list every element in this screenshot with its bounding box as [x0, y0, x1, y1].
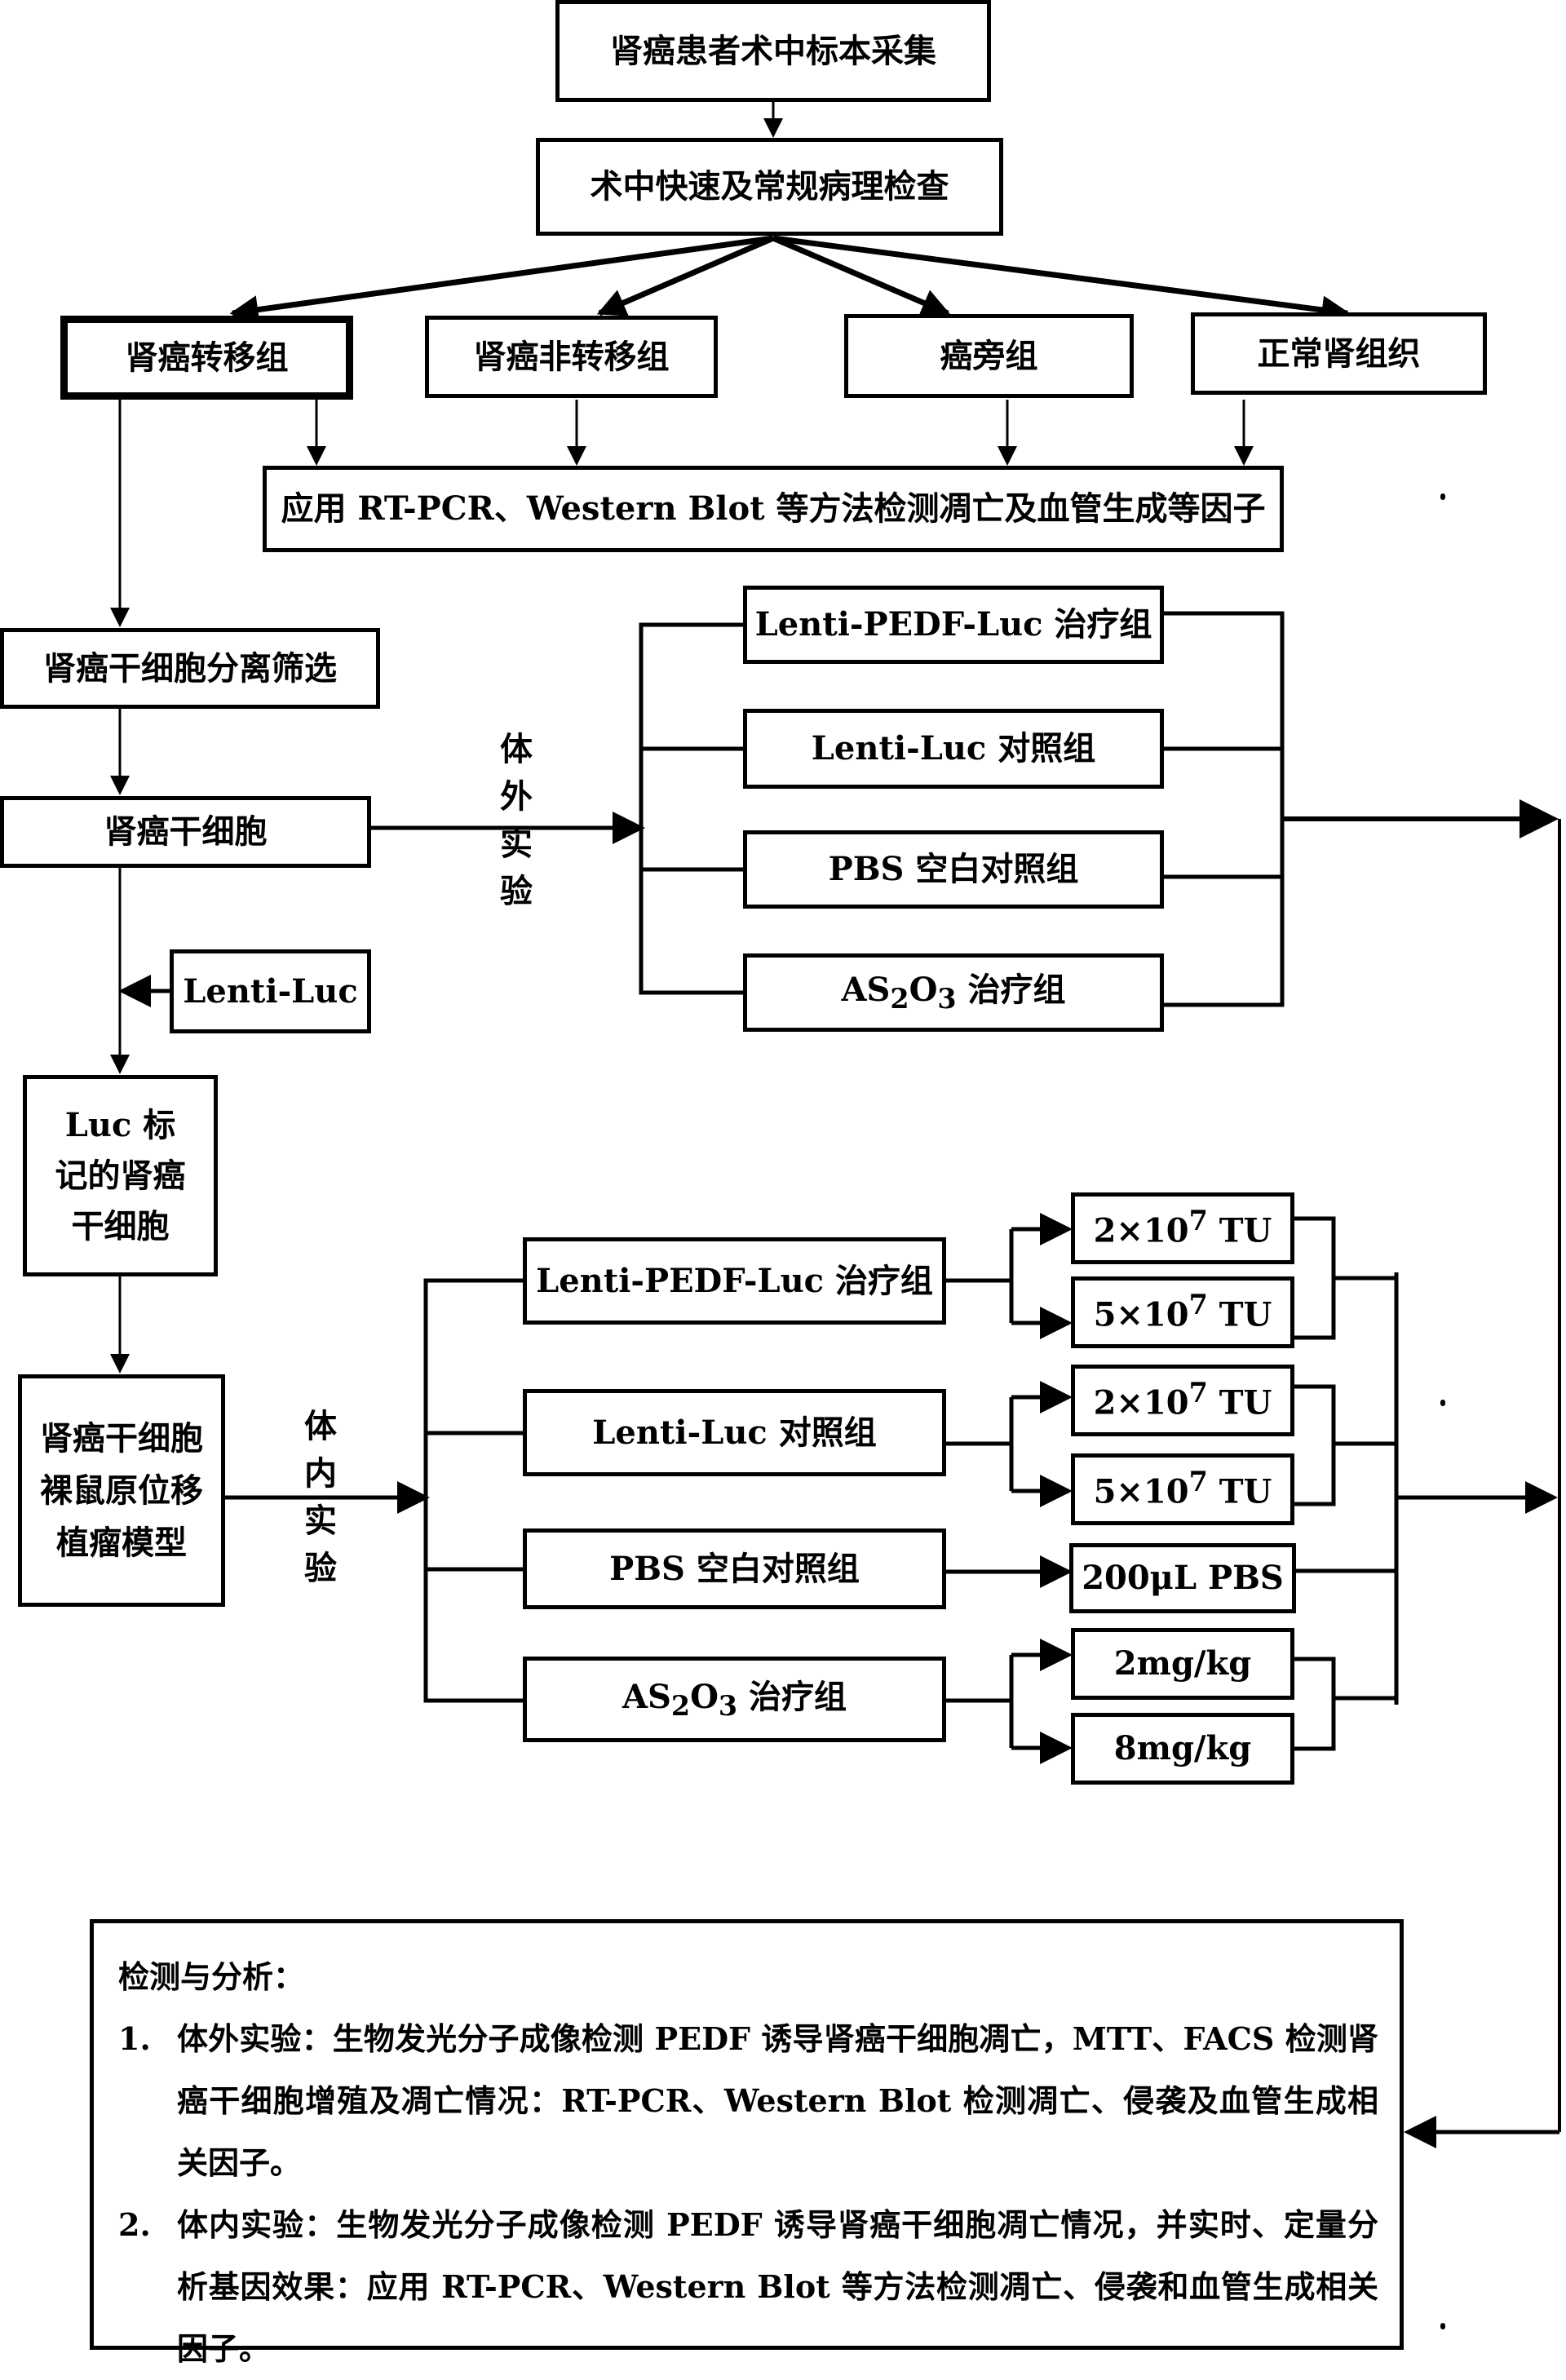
dose-luc-high: 5×107 TU [1071, 1453, 1294, 1525]
stem-cell-box: 肾癌干细胞 [0, 796, 371, 868]
analysis-title: 检测与分析： [118, 1958, 305, 1995]
lenti-luc-label: Lenti-Luc [183, 971, 358, 1011]
vitro-group-label: PBS 空白对照组 [828, 850, 1079, 888]
vitro-group-pedf: Lenti-PEDF-Luc 治疗组 [743, 586, 1164, 664]
sample-collection-label: 肾癌患者术中标本采集 [610, 31, 936, 70]
pathology-label: 术中快速及常规病理检查 [590, 167, 949, 206]
vivo-group-label: Lenti-PEDF-Luc 治疗组 [536, 1261, 933, 1300]
group-label: 癌旁组 [940, 336, 1038, 375]
vivo-group-label: Lenti-Luc 对照组 [592, 1413, 877, 1452]
dose-label: 5×107 TU [1093, 1466, 1272, 1511]
item-number: 1. [118, 2020, 151, 2057]
dose-label: 8mg/kg [1113, 1729, 1252, 1767]
arrow-to-group-metastasis [229, 235, 774, 325]
dose-label: 2×107 TU [1093, 1377, 1272, 1422]
group-metastasis: 肾癌转移组 [60, 316, 353, 400]
vivo-group-luc: Lenti-Luc 对照组 [523, 1389, 946, 1476]
arrow-to-group-paracancer [772, 235, 951, 316]
item-body: 生物发光分子成像检测 PEDF 诱导肾癌干细胞凋亡情况，并实时、定量分析基因效果… [177, 2206, 1378, 2367]
vivo-group-as2o3: AS2O3 治疗组 [523, 1657, 946, 1742]
item-lead: 体内实验： [177, 2206, 337, 2243]
dose-pedf-high: 5×107 TU [1071, 1276, 1294, 1348]
vitro-group-as2o3: AS2O3 治疗组 [743, 953, 1164, 1032]
arrow-to-group-nonmetastasis [596, 235, 775, 316]
dose-luc-low: 2×107 TU [1071, 1365, 1294, 1436]
stem-cell-screening-box: 肾癌干细胞分离筛选 [0, 628, 380, 709]
analysis-item: 2. 体内实验：生物发光分子成像检测 PEDF 诱导肾癌干细胞凋亡情况，并实时、… [118, 2194, 1378, 2380]
item-number: 2. [118, 2206, 151, 2243]
luc-labeled-label: Luc 标记的肾癌干细胞 [55, 1105, 186, 1245]
dose-as2o3-high: 8mg/kg [1071, 1713, 1294, 1785]
vivo-group-label: AS2O3 治疗组 [622, 1677, 847, 1722]
item-lead: 体外实验： [177, 2020, 333, 2057]
item-text: 体外实验：生物发光分子成像检测 PEDF 诱导肾癌干细胞凋亡，MTT、FACS … [177, 2008, 1378, 2194]
group-label: 正常肾组织 [1257, 334, 1421, 373]
vitro-group-label: Lenti-PEDF-Luc 治疗组 [754, 605, 1152, 644]
vivo-group-pbs: PBS 空白对照组 [523, 1528, 946, 1609]
xenograft-model-box: 肾癌干细胞裸鼠原位移植瘤模型 [18, 1374, 225, 1607]
item-body: 生物发光分子成像检测 PEDF 诱导肾癌干细胞凋亡，MTT、FACS 检测肾癌干… [177, 2020, 1378, 2181]
sample-collection-box: 肾癌患者术中标本采集 [555, 0, 991, 102]
dose-label: 2mg/kg [1113, 1644, 1252, 1683]
stray-dot [1440, 2323, 1445, 2329]
group-label: 肾癌非转移组 [473, 337, 670, 376]
group-nonmetastasis: 肾癌非转移组 [425, 316, 718, 398]
dose-as2o3-low: 2mg/kg [1071, 1628, 1294, 1700]
dose-label: 5×107 TU [1093, 1289, 1272, 1334]
stray-dot [1440, 493, 1445, 500]
model-label: 肾癌干细胞裸鼠原位移植瘤模型 [40, 1418, 203, 1562]
pathology-box: 术中快速及常规病理检查 [536, 138, 1003, 236]
luc-labeled-cells-box: Luc 标记的肾癌干细胞 [23, 1075, 218, 1276]
arrow-to-group-normal [772, 235, 1351, 325]
item-text: 体内实验：生物发光分子成像检测 PEDF 诱导肾癌干细胞凋亡情况，并实时、定量分… [177, 2194, 1378, 2380]
in-vitro-label: 体外实验 [500, 730, 533, 910]
analysis-box: 检测与分析： 1. 体外实验：生物发光分子成像检测 PEDF 诱导肾癌干细胞凋亡… [90, 1919, 1404, 2367]
group-label: 肾癌转移组 [125, 338, 289, 377]
dose-pbs: 200μL PBS [1069, 1543, 1296, 1613]
stem-screen-label: 肾癌干细胞分离筛选 [43, 648, 337, 688]
detect-factors-box: 应用 RT-PCR、Western Blot 等方法检测凋亡及血管生成等因子 [263, 466, 1284, 552]
group-normal-kidney: 正常肾组织 [1191, 312, 1487, 395]
stem-cell-label: 肾癌干细胞 [104, 812, 268, 851]
in-vivo-label: 体内实验 [304, 1407, 337, 1587]
vitro-group-label: AS2O3 治疗组 [841, 971, 1066, 1015]
vitro-group-pbs: PBS 空白对照组 [743, 830, 1164, 909]
lenti-luc-box: Lenti-Luc [170, 949, 371, 1033]
vitro-group-luc: Lenti-Luc 对照组 [743, 709, 1164, 789]
vivo-group-pedf: Lenti-PEDF-Luc 治疗组 [523, 1237, 946, 1325]
stray-dot [1440, 1400, 1445, 1406]
vivo-group-label: PBS 空白对照组 [609, 1549, 860, 1588]
dose-label: 200μL PBS [1082, 1559, 1284, 1597]
analysis-item: 1. 体外实验：生物发光分子成像检测 PEDF 诱导肾癌干细胞凋亡，MTT、FA… [118, 2008, 1378, 2194]
group-paracancer: 癌旁组 [844, 314, 1134, 398]
detect-factors-label: 应用 RT-PCR、Western Blot 等方法检测凋亡及血管生成等因子 [281, 489, 1266, 528]
dose-label: 2×107 TU [1093, 1205, 1272, 1250]
dose-pedf-low: 2×107 TU [1071, 1192, 1294, 1264]
vitro-group-label: Lenti-Luc 对照组 [811, 729, 1096, 768]
